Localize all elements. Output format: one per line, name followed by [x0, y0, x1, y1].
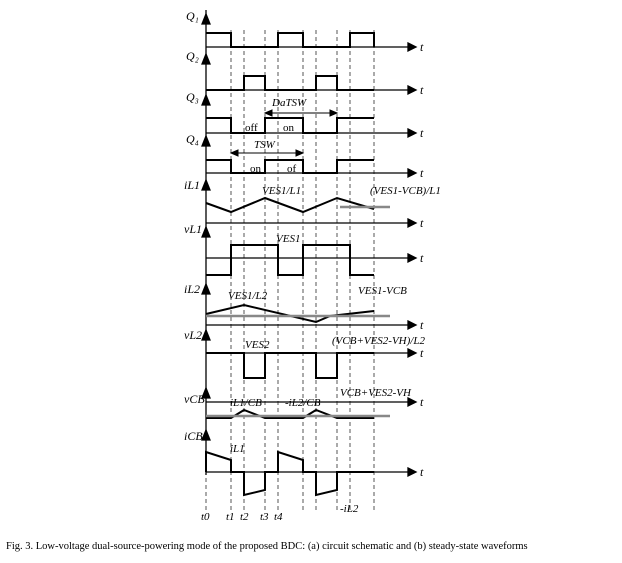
t-label-q1: t: [420, 40, 424, 54]
annot-il2-up: VES1/L2: [228, 290, 268, 302]
annot-vl1-high: VES1: [276, 233, 300, 245]
span-arrows: [229, 109, 339, 157]
arrow-up-q3: [201, 93, 211, 106]
annot-vl2-high: VES2: [245, 339, 270, 351]
t-label-icb: t: [420, 465, 424, 479]
tsw-span-right: [295, 149, 305, 157]
t-label-vcb: t: [420, 395, 424, 409]
wave-icb: [205, 450, 374, 497]
annot-duty-span: DaTSW: [271, 97, 307, 109]
t-label-il2: t: [420, 318, 424, 332]
t-label-vl2: t: [420, 346, 424, 360]
time-label-t0: t0: [201, 511, 210, 523]
wave-vl1: [206, 244, 374, 276]
time-instant-labels: t0 t1 t2 t3 t4: [201, 511, 283, 523]
duty-span-left: [263, 109, 273, 117]
label-icb: iCB: [184, 429, 203, 443]
label-il1: iL1: [184, 178, 200, 192]
t-labels: t t t t t t t t t t: [420, 40, 424, 479]
arrow-vcb: [407, 396, 418, 408]
arrow-up-vcb: [201, 386, 211, 399]
tsw-span-left: [229, 149, 239, 157]
annot-icb-pos: iL1: [230, 443, 245, 455]
time-label-t1: t1: [226, 511, 235, 523]
annot-on-q4: on: [250, 163, 262, 175]
label-vl2: vL2: [184, 328, 202, 342]
arrow-up-il2: [201, 282, 211, 295]
figure-caption: Fig. 3. Low-voltage dual-source-powering…: [6, 541, 528, 552]
t-label-q3: t: [420, 126, 424, 140]
annot-on-q3: on: [283, 122, 295, 134]
t-label-il1: t: [420, 216, 424, 230]
time-label-t2: t2: [240, 511, 249, 523]
wave-q2: [206, 75, 374, 91]
annot-icb-neg: -iL2: [340, 503, 359, 515]
label-vcb: vCB: [184, 392, 205, 406]
label-q2: Q₂: [186, 49, 199, 63]
arrow-icb: [407, 466, 418, 478]
arrow-up-icb: [201, 428, 211, 441]
annot-vcb-up: iL1/CB: [230, 397, 262, 409]
annot-il1-up: VES1/L1: [262, 185, 301, 197]
t-label-vl1: t: [420, 251, 424, 265]
annotations: DaTSW off on TSW on of VES1/L1 (VES1-VCB…: [228, 97, 441, 515]
waveforms: [205, 32, 375, 497]
time-label-t3: t3: [260, 511, 269, 523]
signal-labels: Q₁ Q₂ Q₃ Q₄ iL1 vL1 iL2 vL2 vCB iCB: [184, 9, 205, 443]
annot-vl1-low: VES1-VCB: [358, 285, 407, 297]
arrow-up-q4: [201, 134, 211, 147]
arrow-up-vl2: [201, 328, 211, 341]
arrow-vl1: [407, 252, 418, 264]
label-vl1: vL1: [184, 222, 202, 236]
t-label-q4: t: [420, 166, 424, 180]
wave-il2: [205, 303, 375, 324]
arrow-q1: [407, 41, 418, 53]
grey-traces: [206, 205, 390, 418]
arrow-q2: [407, 84, 418, 96]
wave-vl2: [206, 352, 374, 379]
annot-vl2-low: VCB+VES2-VH: [340, 387, 412, 399]
wave-q4: [206, 159, 374, 174]
arrow-q3: [407, 127, 418, 139]
arrow-up-il1: [201, 178, 211, 191]
arrow-q4: [407, 167, 418, 179]
arrow-il1: [407, 217, 418, 229]
label-q1: Q₁: [186, 9, 199, 23]
arrow-vl2: [407, 347, 418, 359]
wave-q1: [206, 32, 375, 48]
duty-span-right: [329, 109, 339, 117]
arrow-up-q2: [201, 52, 211, 65]
t-label-q2: t: [420, 83, 424, 97]
annot-il1-down: (VES1-VCB)/L1: [370, 185, 441, 197]
wave-q3: [206, 117, 374, 134]
annot-off-q3: off: [245, 122, 258, 134]
annot-vcb-down: -iL2/CB: [285, 397, 321, 409]
label-il2: iL2: [184, 282, 200, 296]
time-label-t4: t4: [274, 511, 283, 523]
arrow-up-vl1: [201, 225, 211, 238]
label-q3: Q₃: [186, 90, 199, 104]
annot-of-q4: of: [287, 163, 297, 175]
arrow-up-q1: [201, 12, 211, 25]
annot-il2-down: (VCB+VES2-VH)/L2: [332, 335, 425, 347]
annot-tsw-span: TSW: [254, 139, 276, 151]
label-q4: Q₄: [186, 132, 199, 146]
wave-il1: [205, 196, 375, 214]
arrow-il2: [407, 319, 418, 331]
